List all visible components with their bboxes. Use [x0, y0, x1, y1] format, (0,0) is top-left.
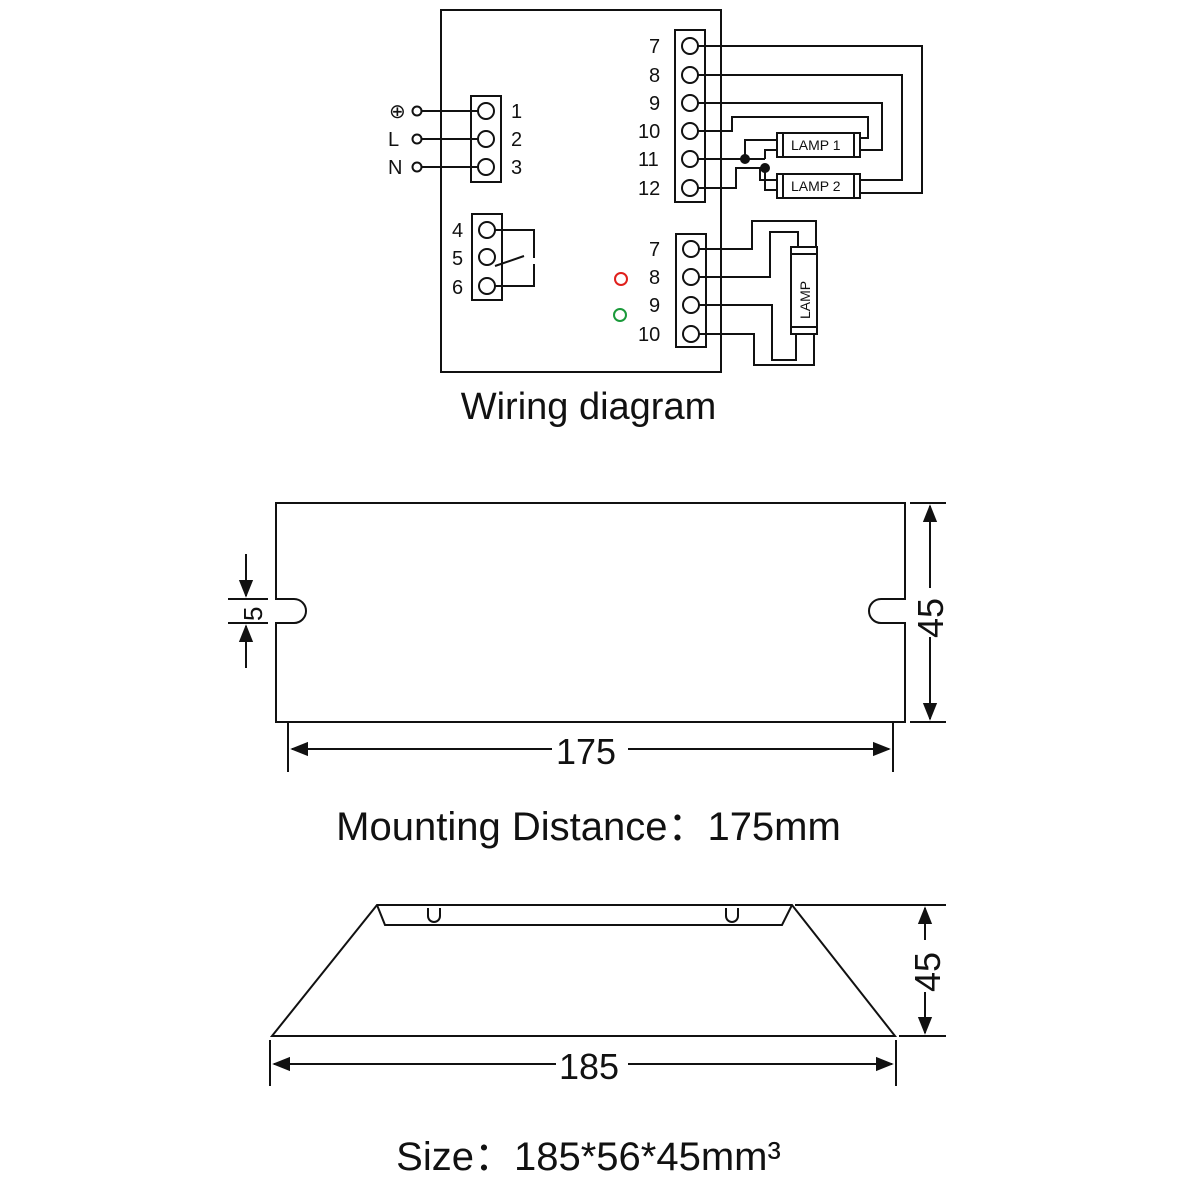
pin-b10: 10 — [638, 324, 660, 346]
pin-4: 4 — [452, 220, 463, 242]
pin-3: 3 — [511, 157, 522, 179]
pin-b8: 8 — [649, 267, 660, 289]
pin-12: 12 — [638, 178, 660, 200]
mounting-flange — [376, 904, 793, 926]
lamp-1-label: LAMP 1 — [791, 137, 841, 153]
wiring-diagram-caption: Wiring diagram — [460, 386, 717, 428]
slot-dim-label: 5 — [238, 607, 268, 621]
mounting-dim-labels: 45 175 5 — [238, 598, 951, 772]
size-width-dim-label: 185 — [559, 1046, 619, 1087]
pin-1: 1 — [511, 101, 522, 123]
wiring-diagram — [411, 9, 923, 373]
pin-5: 5 — [452, 248, 463, 270]
lamp-single-label: LAMP — [797, 281, 813, 319]
line-label: L — [388, 129, 399, 151]
pin-11: 11 — [638, 149, 659, 171]
neutral-label: N — [388, 157, 402, 179]
lamp-2-label: LAMP 2 — [791, 178, 841, 194]
mount-width-dim-label: 175 — [556, 731, 616, 772]
mounting-view — [228, 502, 946, 772]
size-height-dim-label: 45 — [907, 952, 948, 992]
housing-trapezoid — [269, 904, 898, 1037]
mounting-plate-outline — [275, 502, 906, 723]
green-indicator — [613, 308, 627, 322]
size-dim-labels: 45 185 — [559, 952, 948, 1087]
pin-b9: 9 — [649, 295, 660, 317]
one-lamp-terminal-block — [675, 233, 707, 348]
pin-6: 6 — [452, 277, 463, 299]
relay-terminal-block — [471, 213, 503, 301]
lamp-1 — [776, 132, 861, 158]
pin-2: 2 — [511, 129, 522, 151]
wiring-labels: ⊕ L N 1 2 3 4 5 6 7 8 9 10 11 12 7 8 9 1… — [388, 36, 841, 346]
mounting-distance-caption: Mounting Distance：175mm — [336, 805, 841, 849]
height-dim-label: 45 — [910, 598, 951, 638]
pin-b7: 7 — [649, 239, 660, 261]
red-indicator — [614, 272, 628, 286]
ballast-outline — [440, 9, 722, 373]
pin-10: 10 — [638, 121, 660, 143]
pin-8: 8 — [649, 65, 660, 87]
earth-symbol: ⊕ — [389, 101, 406, 123]
pin-7: 7 — [649, 36, 660, 58]
lamp-single — [790, 246, 818, 335]
lamp-2 — [776, 173, 861, 199]
pin-9: 9 — [649, 93, 660, 115]
size-caption: Size：185*56*45mm³ — [396, 1135, 781, 1179]
size-view — [269, 904, 946, 1086]
two-lamp-terminal-block — [674, 29, 706, 203]
